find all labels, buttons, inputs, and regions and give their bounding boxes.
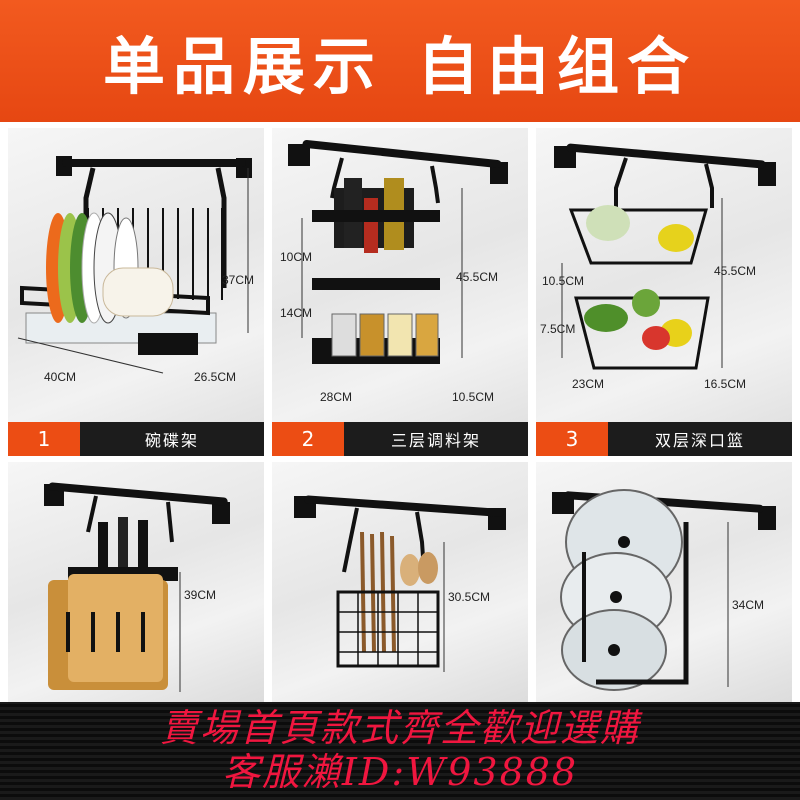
product-card-deep-basket[interactable]: 10.5CM 7.5CM 45.5CM 23CM 16.5CM 3 双层深口篮 [536, 128, 792, 456]
deep-basket-image [554, 143, 776, 370]
dim-height: 37CM [222, 273, 255, 287]
dim-tier-gap-1: 10CM [280, 250, 313, 264]
dish-rack-image [17, 156, 252, 374]
product-card-chopstick-holder[interactable]: 30.5CM [272, 462, 528, 702]
knife-rack-image [44, 482, 230, 692]
dim-tier-gap-1: 10.5CM [542, 274, 585, 288]
dim-depth: 10.5CM [452, 390, 495, 404]
product-card-knife-rack[interactable]: 39CM [8, 462, 264, 702]
header-banner: 单品展示自由组合 [0, 0, 800, 122]
dim-tier-gap-2: 14CM [280, 306, 313, 320]
dim-height: 39CM [184, 588, 217, 602]
caption-bar: 1 碗碟架 [8, 422, 264, 456]
watermark-line-1: 賣場首頁款式齊全歡迎選購 [159, 706, 640, 750]
watermark-bar: 賣場首頁款式齊全歡迎選購 客服瀨ID:W93888 [0, 702, 800, 800]
dim-depth: 26.5CM [194, 370, 237, 384]
chopstick-holder-image [294, 495, 506, 672]
product-name: 三层调料架 [344, 422, 528, 456]
product-number: 2 [272, 422, 344, 456]
page-title: 单品展示自由组合 [103, 16, 697, 106]
watermark-line-2: 客服瀨ID:W93888 [221, 750, 579, 794]
dim-height: 45.5CM [714, 264, 757, 278]
caption-bar: 2 三层调料架 [272, 422, 528, 456]
lid-rack-image [552, 489, 776, 691]
dim-width: 23CM [572, 377, 605, 391]
title-part-2: 自由组合 [417, 30, 698, 103]
dim-height: 30.5CM [448, 590, 491, 604]
product-card-lid-rack[interactable]: 34CM [536, 462, 792, 702]
dim-width: 40CM [44, 370, 77, 384]
product-number: 3 [536, 422, 608, 456]
caption-bar: 3 双层深口篮 [536, 422, 792, 456]
spice-rack-image [288, 139, 508, 364]
dim-depth: 16.5CM [704, 377, 747, 391]
dim-height: 45.5CM [456, 270, 499, 284]
title-part-1: 单品展示 [102, 30, 383, 103]
dim-height: 34CM [732, 598, 765, 612]
product-card-spice-rack[interactable]: 10CM 14CM 45.5CM 28CM 10.5CM 2 三层调料架 [272, 128, 528, 456]
product-number: 1 [8, 422, 80, 456]
product-name: 双层深口篮 [608, 422, 792, 456]
product-name: 碗碟架 [80, 422, 264, 456]
dim-tier-gap-2: 7.5CM [540, 322, 576, 336]
dim-width: 28CM [320, 390, 353, 404]
product-card-dish-rack[interactable]: 37CM 40CM 26.5CM 1 碗碟架 [8, 128, 264, 456]
